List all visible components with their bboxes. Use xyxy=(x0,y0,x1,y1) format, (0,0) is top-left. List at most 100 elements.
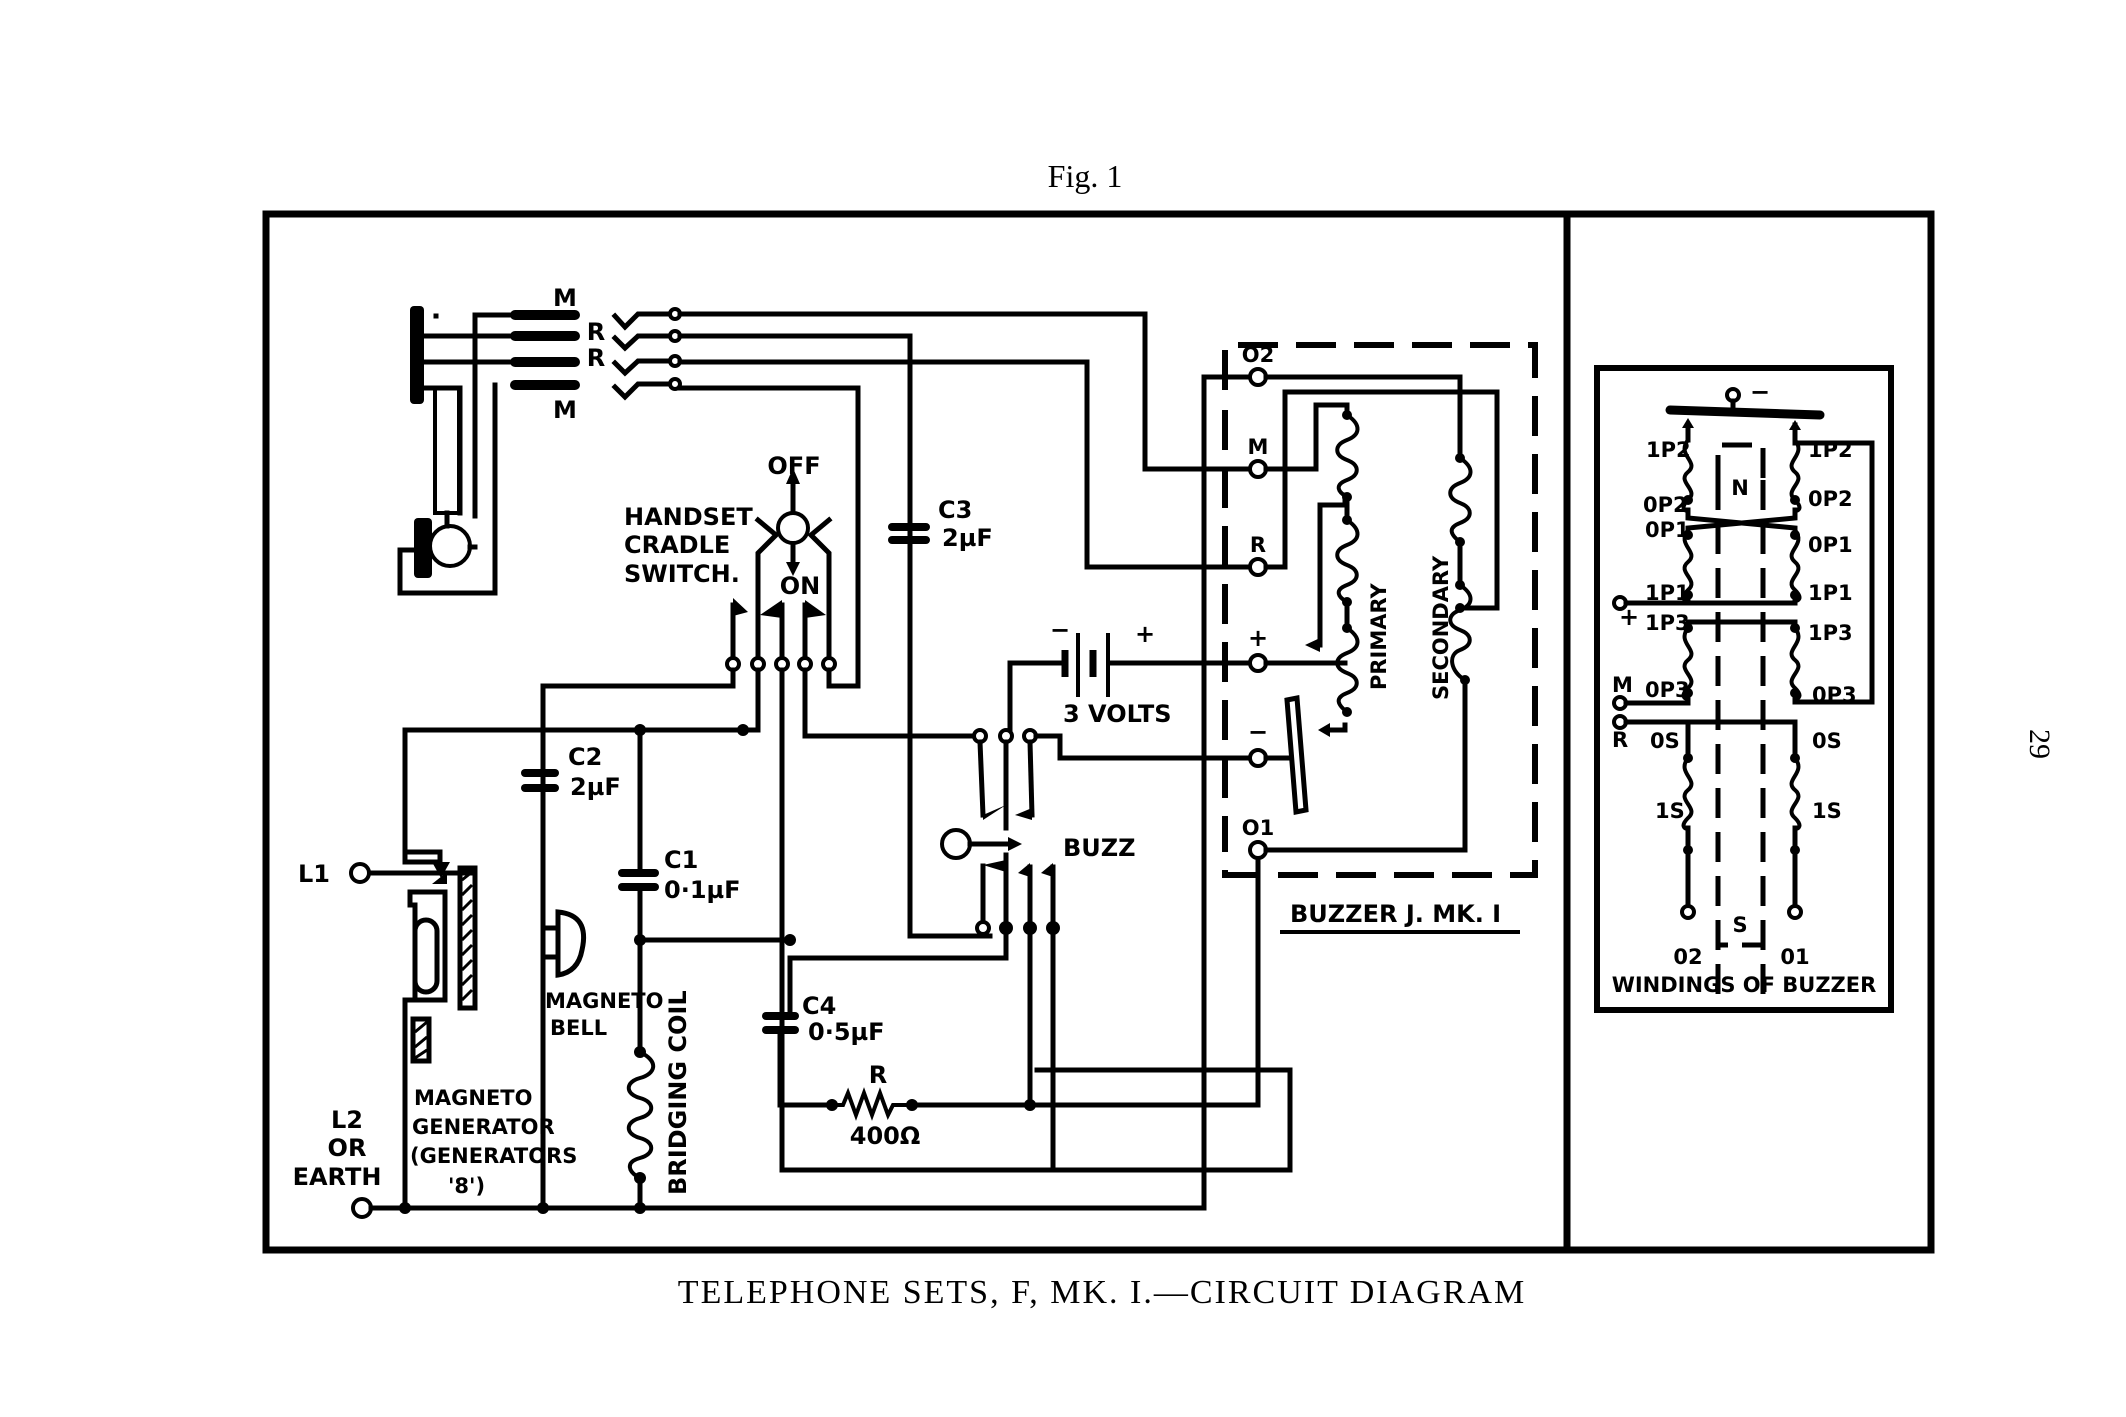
secondary-coil-2 xyxy=(1448,583,1473,682)
battery-neg: − xyxy=(1050,616,1070,644)
buzzer-terminal-r: R xyxy=(1250,533,1266,557)
battery-pos: + xyxy=(1135,620,1155,648)
figure-caption: TELEPHONE SETS, F, MK. I.—CIRCUIT DIAGRA… xyxy=(678,1274,1526,1311)
c1-value: 0·1µF xyxy=(664,876,741,904)
windings-panel xyxy=(1594,365,1894,1013)
resistor-value: 400Ω xyxy=(850,1122,921,1150)
bridging-coil-icon xyxy=(626,1050,656,1180)
windings-plus-label: + xyxy=(1619,603,1639,631)
handset xyxy=(397,306,580,596)
l2-label-1: L2 xyxy=(331,1106,363,1134)
l2-terminal[interactable] xyxy=(351,1197,373,1219)
windings-m-label: M xyxy=(1612,673,1633,697)
page-number: 29 xyxy=(2023,729,2056,759)
l2-label-2: OR xyxy=(328,1134,367,1162)
secondary-coil-1 xyxy=(1448,456,1473,544)
buzzer-box xyxy=(1222,342,1538,878)
buzzer-terminal-o2: O2 xyxy=(1242,343,1274,367)
buzzer-terminal-o1: O1 xyxy=(1242,816,1274,840)
pole-s: S xyxy=(1732,913,1747,937)
c2-value: 2µF xyxy=(570,773,621,801)
resistor-icon xyxy=(830,1087,912,1121)
bell-label-1: MAGNETO xyxy=(545,989,663,1013)
winding-left-1s: 1S xyxy=(1655,799,1685,823)
winding-right-1s: 1S xyxy=(1812,799,1842,823)
l2-label-3: EARTH xyxy=(293,1163,382,1191)
c1-label: C1 xyxy=(664,846,698,874)
winding-left-0p2: 0P2 xyxy=(1643,493,1688,517)
buzz-key-knob xyxy=(940,828,972,860)
wire-r2 xyxy=(677,359,1253,570)
primary-coil-2 xyxy=(1335,518,1360,604)
buzzer-terminal-minus: − xyxy=(1248,718,1268,746)
handle xyxy=(433,386,461,515)
l1-label: L1 xyxy=(298,860,330,888)
c2-label: C2 xyxy=(568,743,602,771)
contact-label-m1: M xyxy=(553,284,577,312)
off-label: OFF xyxy=(767,452,820,480)
c4-value: 0·5µF xyxy=(808,1018,885,1046)
handset-cradle-switch xyxy=(730,468,833,667)
winding-right-0s: 0S xyxy=(1812,729,1842,753)
windings-terminal-02: 02 xyxy=(1673,945,1702,969)
winding-right-1p3: 1P3 xyxy=(1808,621,1853,645)
c3-value: 2µF xyxy=(942,524,993,552)
on-arrow-icon xyxy=(786,562,800,576)
contact-label-r1: R xyxy=(587,318,605,346)
winding-left-0s: 0S xyxy=(1650,729,1680,753)
transmitter-icon xyxy=(428,524,472,568)
winding-left-1p3: 1P3 xyxy=(1645,611,1690,635)
winding-right-0p2: 0P2 xyxy=(1808,487,1853,511)
windings-r-label: R xyxy=(1612,728,1628,752)
l1-terminal[interactable] xyxy=(349,862,371,884)
winding-left-1p1: 1P1 xyxy=(1645,581,1690,605)
winding-right-1p2: 1P2 xyxy=(1808,438,1853,462)
magneto-generator-icon xyxy=(402,849,478,1211)
buzzer-title: BUZZER J. MK. I xyxy=(1290,900,1501,928)
bridging-coil-label: BRIDGING COIL xyxy=(664,990,692,1195)
switch-pivot xyxy=(776,511,810,545)
on-label: ON xyxy=(780,572,821,600)
cradle-label-2: CRADLE xyxy=(624,531,730,559)
contact-label-r2: R xyxy=(587,344,605,372)
buzzer-terminal-m: M xyxy=(1248,435,1269,459)
generator-label-1: MAGNETO xyxy=(414,1086,532,1110)
generator-label-3: (GENERATORS xyxy=(410,1144,577,1168)
handset-jack-springs xyxy=(611,311,678,401)
receiver-icon xyxy=(410,306,424,404)
contact-label-m2: M xyxy=(553,396,577,424)
cradle-label-1: HANDSET xyxy=(624,503,753,531)
c4-label: C4 xyxy=(802,992,836,1020)
wire-m xyxy=(677,311,1253,472)
transmitter-block xyxy=(414,518,432,578)
bell-label-2: BELL xyxy=(550,1016,607,1040)
c3-label: C3 xyxy=(938,496,972,524)
winding-right-1p1: 1P1 xyxy=(1808,581,1853,605)
figure-label: Fig. 1 xyxy=(1048,158,1123,194)
primary-label: PRIMARY xyxy=(1367,582,1391,690)
outer-frame xyxy=(262,210,1935,1254)
primary-coil-3 xyxy=(1335,626,1360,714)
windings-top-terminal: − xyxy=(1750,378,1770,406)
secondary-label: SECONDARY xyxy=(1429,555,1453,700)
buzzer-terminal-plus: + xyxy=(1248,624,1268,652)
wire-m2 xyxy=(677,385,861,667)
winding-right-0p1: 0P1 xyxy=(1808,533,1853,557)
generator-label-2: GENERATOR xyxy=(412,1115,555,1139)
battery-value: 3 VOLTS xyxy=(1063,700,1172,728)
buzz-key xyxy=(940,728,1253,936)
winding-right-0p3: 0P3 xyxy=(1812,683,1857,707)
buzz-arrow-icon xyxy=(1008,837,1022,851)
resistor-label: R xyxy=(869,1061,887,1089)
winding-left-0p1: 0P1 xyxy=(1645,518,1690,542)
winding-left-0p3: 0P3 xyxy=(1645,678,1690,702)
windings-terminal-01: 01 xyxy=(1780,945,1809,969)
winding-left-1p2: 1P2 xyxy=(1646,438,1691,462)
off-arrow-icon xyxy=(786,468,800,484)
pole-n: N xyxy=(1731,476,1749,500)
cradle-label-3: SWITCH. xyxy=(624,560,740,588)
buzzer-armature xyxy=(1284,694,1309,816)
magneto-bell-icon xyxy=(555,909,586,978)
buzz-label: BUZZ xyxy=(1063,834,1136,862)
